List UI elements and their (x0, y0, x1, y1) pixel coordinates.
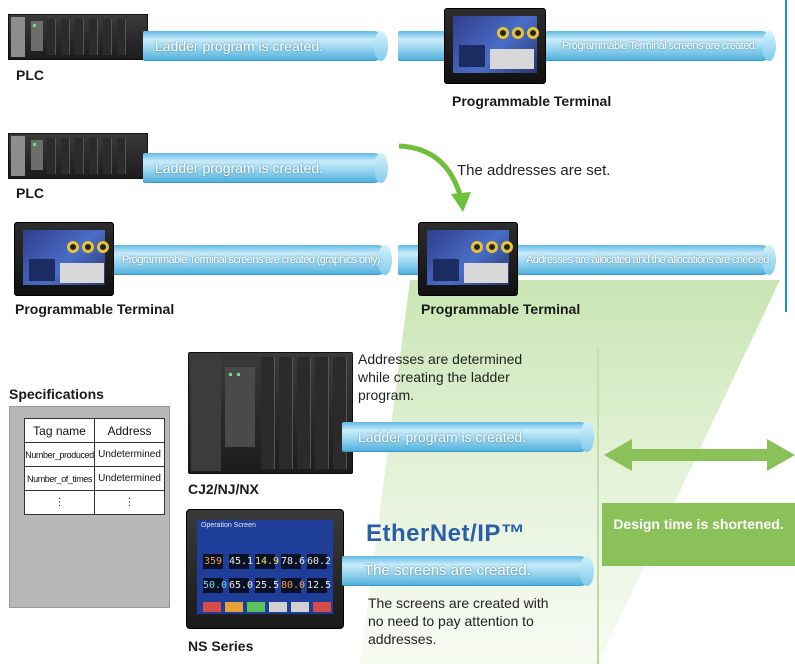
cell-address: Undetermined (94, 466, 165, 491)
specifications-title: Specifications (9, 386, 104, 402)
terminal-pipe: Programmable Terminal screens are create… (20, 245, 392, 275)
note-addresses-determined: Addresses are determined while creating … (358, 351, 523, 403)
ns-readout: 45.1 (229, 554, 254, 569)
ns-series-label: NS Series (188, 638, 254, 654)
ladder-pipe: Ladder program is created. (342, 422, 594, 452)
ns-readout: 14.9 (255, 554, 280, 569)
ladder-pipe: Ladder program is created. (143, 31, 388, 61)
pipe-text: Ladder program is created. (155, 38, 324, 54)
ns-readout: 12.5 (307, 578, 332, 593)
cell-address: ⋮ (94, 490, 165, 515)
ladder-pipe: Ladder program is created. (143, 153, 388, 183)
screens-pipe: The screens are created. (342, 556, 594, 586)
cell-tag: Number_produced (24, 442, 95, 467)
ns-screen-title: Operation Screen (201, 522, 256, 529)
ns-readout: 359 (203, 554, 223, 569)
terminal-label-left: Programmable Terminal (15, 301, 175, 317)
pipe-text: Ladder program is created. (358, 429, 527, 445)
specifications-table: Tag name Address Number_produced Undeter… (24, 418, 165, 515)
ns-readout: 78.6 (281, 554, 306, 569)
terminal-label: Programmable Terminal (452, 93, 612, 109)
pipe-text: Ladder program is created. (155, 160, 324, 176)
plc-device-icon (8, 133, 148, 179)
ns-readout: 65.0 (229, 578, 254, 593)
note-screens-created: The screens are created with no need to … (368, 595, 549, 647)
arrow-text: The addresses are set. (457, 162, 611, 179)
pipe-text: The screens are created. (364, 562, 531, 579)
cell-tag: ⋮ (24, 490, 95, 515)
header-address: Address (94, 418, 165, 443)
ns-readout: 80.0 (281, 578, 306, 593)
terminal-pipe: Programmable Terminal screens are create… (398, 31, 776, 61)
programmable-terminal-icon (14, 222, 114, 296)
curved-arrow-icon (398, 143, 471, 212)
cj2-label: CJ2/NJ/NX (188, 481, 259, 497)
pipe-text: Programmable Terminal screens are create… (562, 40, 757, 52)
table-row: Number_of_times Undetermined (24, 466, 165, 491)
table-row: Number_produced Undetermined (24, 442, 165, 467)
ns-readout: 60.2 (307, 554, 332, 569)
ns-readout: 25.5 (255, 578, 280, 593)
programmable-terminal-icon (444, 8, 546, 84)
design-time-callout: Design time is shortened. (602, 503, 795, 566)
ns-series-terminal-icon: Operation Screen 359 45.1 14.9 78.6 60.2… (186, 509, 344, 629)
pipe-text: Programmable Terminal screens are create… (122, 254, 383, 266)
terminal-label-right: Programmable Terminal (421, 301, 581, 317)
table-header-row: Tag name Address (24, 418, 165, 443)
pipe-text: Addresses are allocated and the allocati… (526, 254, 769, 266)
plc-label: PLC (16, 67, 44, 83)
header-tag-name: Tag name (24, 418, 95, 443)
cj2-plc-icon (188, 352, 353, 474)
specifications-panel: Tag name Address Number_produced Undeter… (9, 406, 170, 608)
ethernet-ip-logo: EtherNet/IP™ (366, 520, 526, 547)
plc-label: PLC (16, 185, 44, 201)
programmable-terminal-icon (418, 222, 518, 296)
design-time-text: Design time is shortened. (613, 516, 784, 532)
cell-tag: Number_of_times (24, 466, 95, 491)
table-row: ⋮ ⋮ (24, 490, 165, 515)
double-arrow-icon (604, 439, 795, 471)
cell-address: Undetermined (94, 442, 165, 467)
ns-readout: 50.0 (203, 578, 228, 593)
plc-device-icon (8, 14, 148, 60)
allocation-pipe: Addresses are allocated and the allocati… (398, 245, 776, 275)
divider-line-blue (785, 0, 787, 312)
